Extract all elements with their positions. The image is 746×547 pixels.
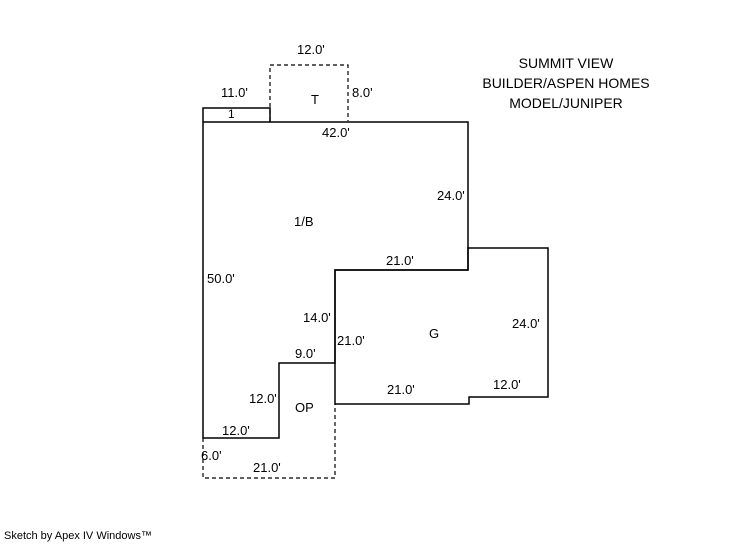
- t-area-outline-dashed: [269, 64, 349, 121]
- dim-porch-wall: 12.0': [249, 391, 277, 406]
- dim-garage-left: 21.0': [337, 333, 365, 348]
- sketch-credit: Sketch by Apex IV Windows™: [4, 530, 152, 542]
- dim-t-width: 12.0': [297, 42, 325, 57]
- dim-porch-left: 6.0': [201, 448, 222, 463]
- title-line-2: BUILDER/ASPEN HOMES: [482, 75, 650, 91]
- dim-inner-top: 21.0': [386, 253, 414, 268]
- dim-main-top: 42.0': [322, 125, 350, 140]
- title-line-3: MODEL/JUNIPER: [509, 95, 623, 111]
- dim-t-height: 8.0': [352, 85, 373, 100]
- area-label-main: 1/B: [294, 214, 314, 229]
- dim-porch-bottom: 21.0': [253, 460, 281, 475]
- garage-outline: [334, 247, 549, 405]
- dim-main-right: 24.0': [437, 188, 465, 203]
- area-label-garage: G: [429, 326, 440, 341]
- dim-garage-right: 24.0': [512, 316, 540, 331]
- dim-main-bottom: 12.0': [222, 423, 250, 438]
- dim-inner-right: 14.0': [303, 310, 331, 325]
- area-label-t: T: [311, 92, 319, 107]
- dim-bump-width: 11.0': [221, 85, 248, 100]
- area-label-bump: 1: [228, 107, 235, 121]
- dim-jog-width: 9.0': [295, 346, 316, 361]
- dim-main-left: 50.0': [207, 271, 235, 286]
- dim-garage-bottom-left: 21.0': [387, 382, 415, 397]
- area-label-porch: OP: [295, 400, 314, 415]
- title-line-1: SUMMIT VIEW: [518, 55, 614, 71]
- sketch-title-block: SUMMIT VIEW BUILDER/ASPEN HOMES MODEL/JU…: [446, 53, 686, 113]
- dim-garage-bottom-right: 12.0': [493, 377, 521, 392]
- porch-outline-dashed: [202, 404, 336, 479]
